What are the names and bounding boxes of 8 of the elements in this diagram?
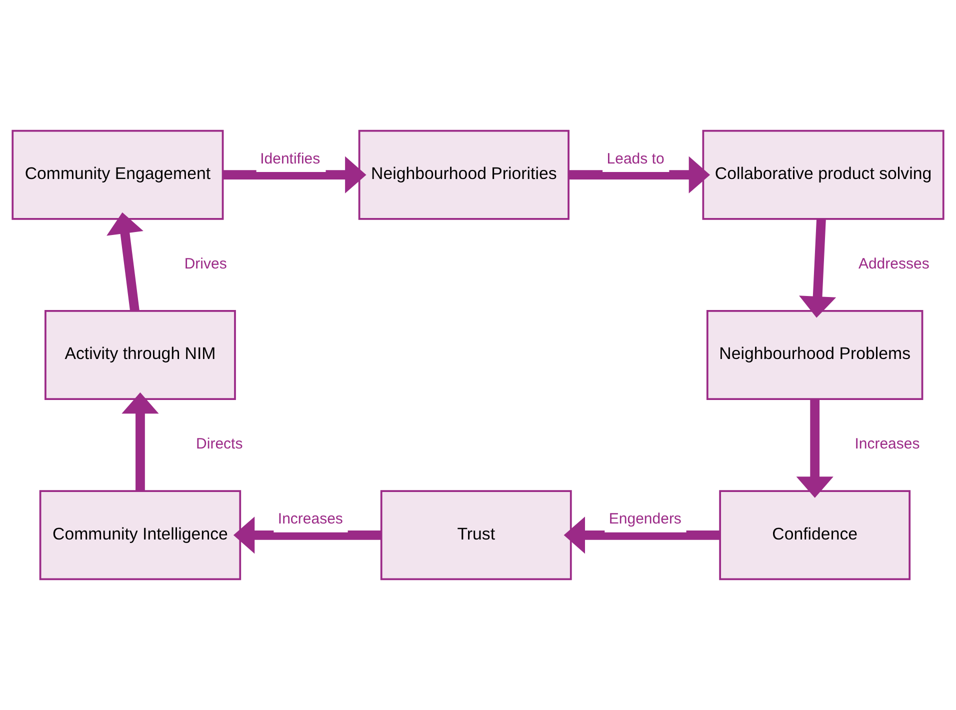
edge-label: Addresses xyxy=(858,255,930,272)
edge-label: Engenders xyxy=(608,510,682,528)
edge-label: Directs xyxy=(196,436,243,453)
edge-label: Increases xyxy=(854,436,920,453)
edge-label: Leads to xyxy=(606,150,664,168)
edge-label: Increases xyxy=(278,510,343,528)
edge-label: Identifies xyxy=(260,150,320,168)
edge-label: Drives xyxy=(184,255,227,272)
